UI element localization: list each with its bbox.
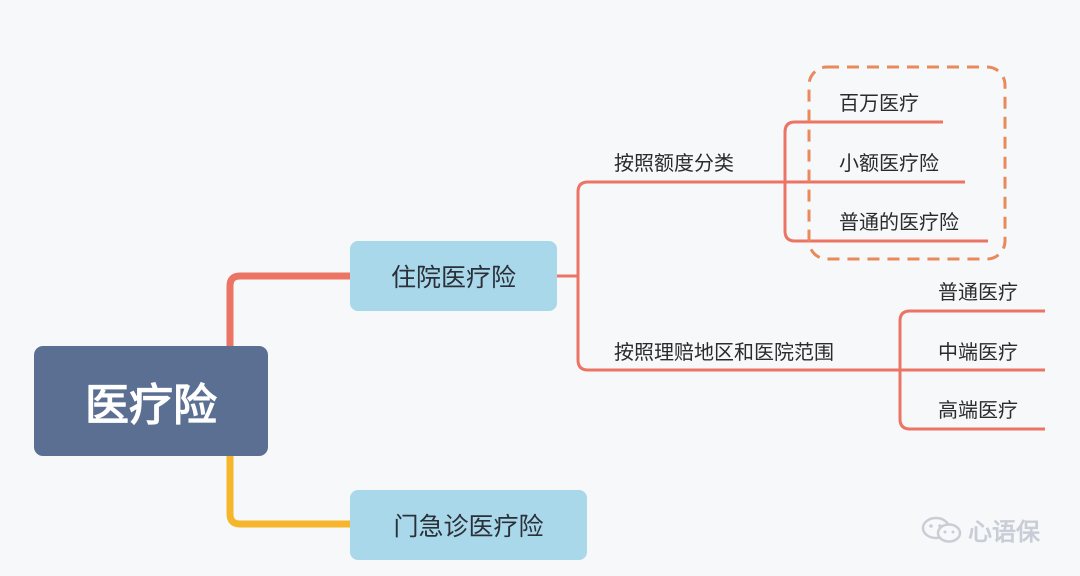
connector-category-by-amount: [576, 180, 785, 276]
region-item-high[interactable]: 高端医疗: [938, 398, 1018, 422]
branch-inpatient[interactable]: 住院医疗险: [350, 241, 557, 311]
connector-root-inpatient: [226, 272, 354, 350]
region-item-ordinary[interactable]: 普通医疗: [938, 280, 1018, 304]
connector-root-outpatient: [226, 452, 354, 528]
connector-amount-item-3: [783, 182, 988, 243]
watermark-text: 心语保: [968, 518, 1040, 546]
amount-item-ordinary[interactable]: 普通的医疗险: [839, 210, 959, 234]
highlight-box: [807, 65, 1007, 261]
category-by-amount[interactable]: 按照额度分类: [614, 151, 734, 175]
connector-region-item-1: [898, 309, 1045, 370]
connector-category-by-region: [576, 276, 900, 372]
amount-item-small[interactable]: 小额医疗险: [839, 151, 939, 175]
branch-outpatient[interactable]: 门急诊医疗险: [350, 490, 587, 560]
wechat-icon: [921, 516, 962, 543]
connector-region-item-3: [898, 370, 1045, 431]
region-item-mid[interactable]: 中端医疗: [938, 340, 1018, 364]
watermark: 心语保: [920, 512, 1040, 547]
root-node[interactable]: 医疗险: [34, 346, 268, 456]
amount-item-million[interactable]: 百万医疗: [839, 91, 919, 115]
category-by-region[interactable]: 按照理赔地区和医院范围: [614, 340, 834, 364]
connector-amount-item-1: [783, 120, 943, 182]
